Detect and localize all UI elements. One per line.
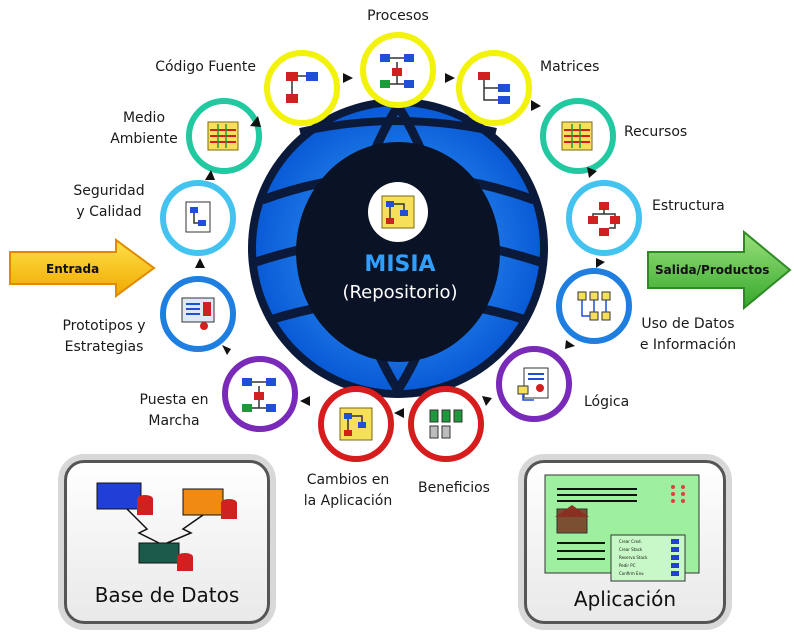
- data-usage-icon: [577, 291, 611, 321]
- repository-subtitle: (Repositorio): [342, 282, 458, 303]
- node-logica[interactable]: [496, 346, 572, 422]
- code-flow-icon: [286, 72, 318, 103]
- node-cambios-aplicacion[interactable]: [318, 386, 394, 462]
- label-recursos: Recursos: [624, 124, 688, 140]
- environment-icon: [207, 121, 239, 151]
- label-uso-datos: Uso de Datos e Información: [639, 316, 737, 353]
- input-arrow: [9, 238, 156, 298]
- node-prototipos-estrategias[interactable]: [160, 276, 236, 352]
- app-form-row: Pedir PC: [619, 563, 636, 568]
- label-procesos: Procesos: [367, 8, 429, 24]
- label-prototipos-estrategias: Prototipos y Estrategias: [62, 318, 146, 355]
- node-seguridad-calidad[interactable]: [160, 180, 236, 256]
- app-form-row: Confirm Env.: [619, 571, 645, 576]
- node-procesos[interactable]: [360, 32, 436, 108]
- node-estructura[interactable]: [566, 180, 642, 256]
- label-puesta-marcha: Puesta en Marcha: [139, 392, 209, 429]
- label-codigo-fuente: Código Fuente: [155, 59, 256, 75]
- app-form-row: Crear Cred.: [619, 539, 642, 544]
- label-beneficios: Beneficios: [418, 480, 490, 496]
- output-label: Salida/Productos: [655, 263, 770, 277]
- app-form-row: Reserva Stack: [619, 555, 648, 560]
- label-estructura: Estructura: [652, 198, 725, 214]
- database-panel[interactable]: Base de Datos: [64, 460, 270, 624]
- label-logica: Lógica: [584, 394, 630, 410]
- node-matrices[interactable]: [456, 50, 532, 126]
- app-changes-icon: [339, 407, 373, 441]
- application-title: Aplicación: [573, 587, 677, 611]
- structure-icon: [588, 202, 620, 236]
- application-panel[interactable]: Crear Cred. Crear Stack Reserva Stack Pe…: [524, 460, 726, 624]
- prototypes-icon: [181, 297, 215, 330]
- database-title: Base de Datos: [94, 583, 240, 607]
- application-window-icon: [544, 474, 700, 582]
- database-network-icon: [96, 482, 237, 571]
- label-medio-ambiente: Medio Ambiente: [110, 110, 178, 147]
- resources-icon: [561, 121, 593, 151]
- benefits-icon: [429, 409, 463, 439]
- label-seguridad-calidad: Seguridad y Calidad: [73, 183, 145, 220]
- node-uso-datos[interactable]: [556, 268, 632, 344]
- deployment-icon: [242, 378, 276, 412]
- label-matrices: Matrices: [540, 59, 600, 75]
- node-puesta-marcha[interactable]: [222, 356, 298, 432]
- repository-icon: [381, 195, 415, 229]
- app-form-row: Crear Stack: [619, 547, 643, 552]
- node-beneficios[interactable]: [408, 386, 484, 462]
- logic-icon: [517, 367, 549, 401]
- process-flow-icon: [380, 54, 414, 88]
- repository-title: MISIA: [364, 252, 436, 277]
- security-quality-icon: [185, 201, 211, 233]
- label-cambios-aplicacion: Cambios en la Aplicación: [303, 472, 393, 509]
- matrix-icon: [478, 72, 510, 104]
- node-codigo-fuente[interactable]: [264, 50, 340, 126]
- output-arrow: [647, 230, 792, 310]
- node-recursos[interactable]: [540, 98, 616, 174]
- node-medio-ambiente[interactable]: [186, 98, 262, 174]
- input-label: Entrada: [46, 262, 100, 276]
